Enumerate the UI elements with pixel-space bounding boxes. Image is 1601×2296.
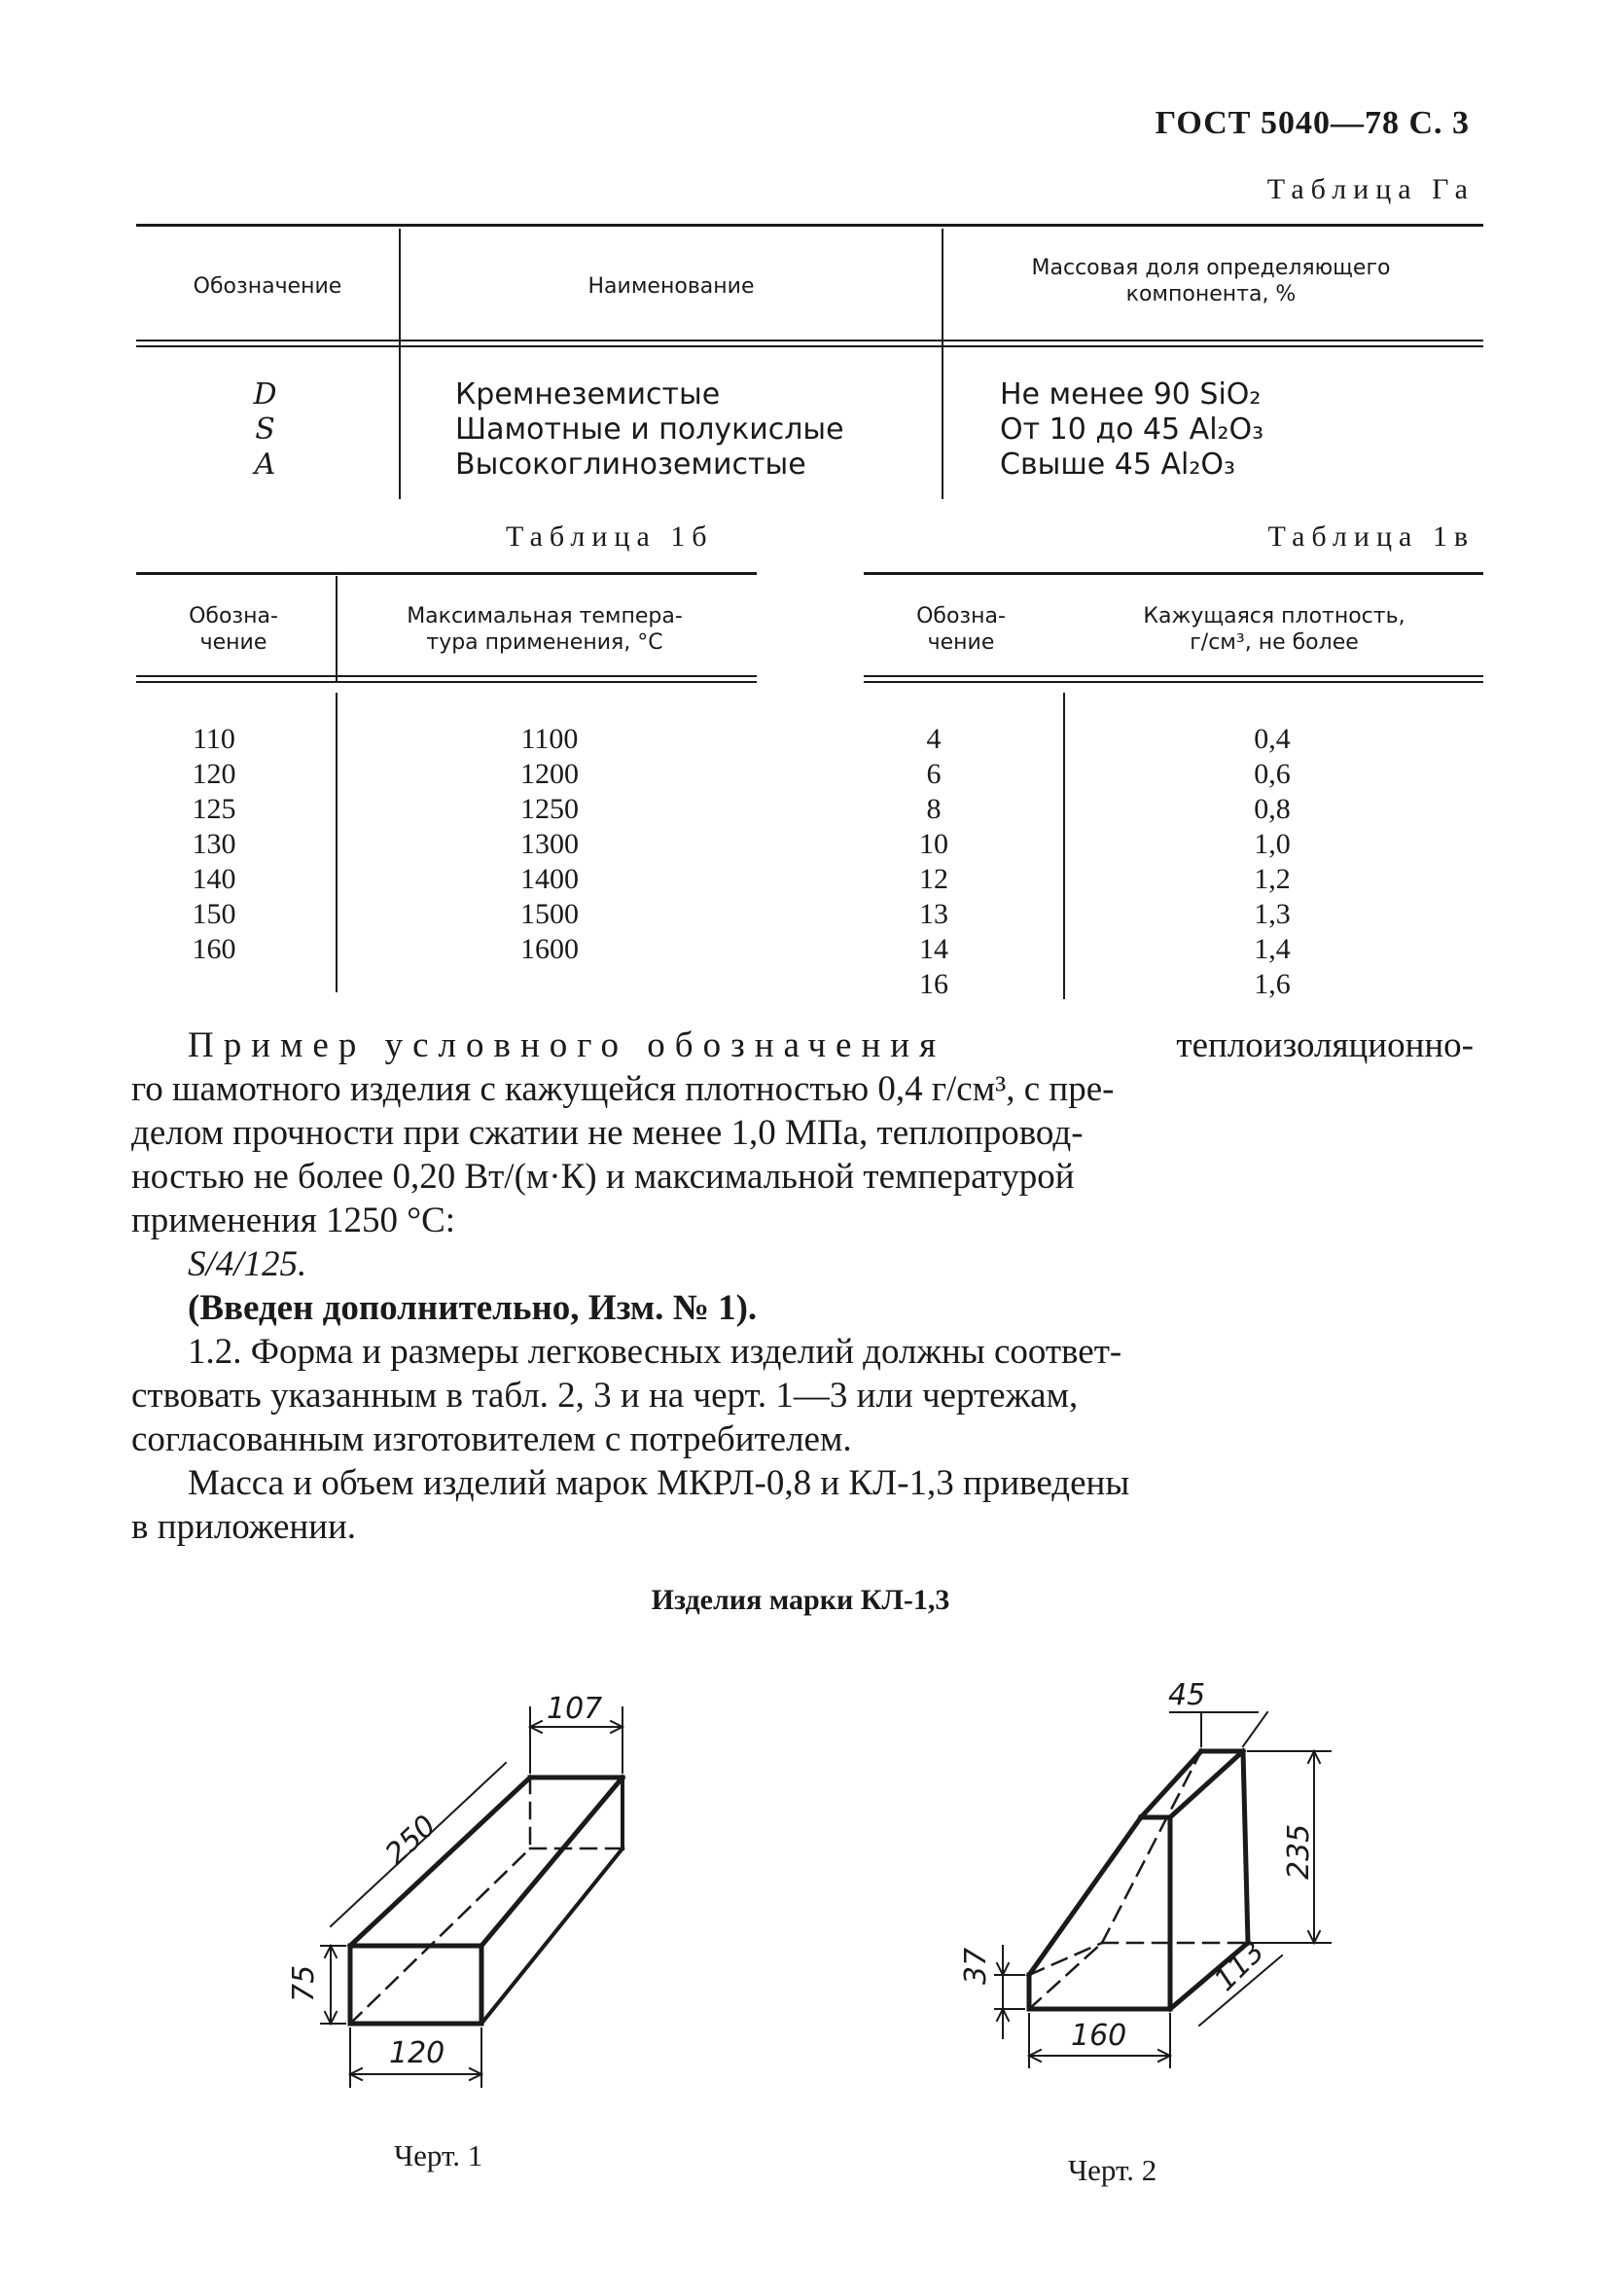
table-b-temp: 1500 [520,898,579,930]
table-b-code: 160 [192,933,236,965]
amendment-note: (Введен дополнительно, Изм. № 1). [188,1288,758,1328]
table-b-code: 120 [192,758,236,790]
table-c-col-code: Обозна- чение [916,604,1006,655]
table-c-density: 1,0 [1254,828,1291,860]
table-b-top-rule [136,572,757,575]
table-c-header-rule-2 [864,681,1483,683]
table-a-name: Кремнеземистые [455,377,721,412]
table-b-caption: Таблица 1б [506,520,714,553]
table-c-caption: Таблица 1в [1267,520,1475,553]
example-line: делом прочности при сжатии не менее 1,0 … [131,1113,1084,1153]
table-a-code: A [254,448,276,482]
table-c-densities: 0,4 0,6 0,8 1,0 1,2 1,3 1,4 1,6 [1214,722,1331,1002]
fig2-caption: Черт. 2 [1068,2153,1157,2187]
table-a-caption: Таблица Га [1266,173,1475,205]
table-c-density: 0,6 [1254,758,1291,790]
fig1-dim-width: 107 [547,1692,602,1726]
table-b-temp: 1100 [520,723,579,755]
table-a-code: S [255,413,275,447]
table-a-col-share: Массовая доля определяющего компонента, … [1031,256,1391,306]
table-c-density: 1,4 [1254,933,1291,965]
table-a-name: Шамотные и полукислые [455,413,844,447]
table-c-code: 8 [926,793,942,825]
table-c-code: 14 [919,933,948,965]
table-b-code: 140 [192,863,236,895]
table-c-col-density: Кажущаяся плотность, г/см³, не более [1143,604,1405,655]
table-c-code: 6 [926,758,942,790]
table-c-code: 12 [919,863,948,895]
mass-line: Масса и объем изделий марок МКРЛ-0,8 и К… [188,1463,1130,1503]
example-line: теплоизоляционно- [1176,1025,1474,1065]
table-c-density: 1,3 [1254,898,1291,930]
fig1-dim-height: 75 [287,1965,321,2002]
table-a-names: Кремнеземистые Шамотные и полукислые Выс… [455,377,844,483]
fig1-dim-length: 250 [379,1809,444,1872]
table-a-share: Не менее 90 SiO₂ [1000,377,1262,412]
brick-drawing-1: 107 250 75 120 [287,1692,626,2088]
example-line: применения 1250 °С: [131,1201,456,1240]
table-c-codes: 4 6 8 10 12 13 14 16 [875,722,992,1002]
table-b-col-temp: Максимальная темпера- тура применения, °… [407,604,683,655]
table-a-shares: Не менее 90 SiO₂ От 10 до 45 Al₂O₃ Свыше… [1000,377,1263,483]
clause-1-2-line: согласованным изготовителем с потребител… [131,1419,852,1459]
table-c-divider [1063,693,1065,999]
table-b-header-rule-2 [136,681,757,683]
table-b-code: 130 [192,828,236,860]
table-a-share: От 10 до 45 Al₂O₃ [1000,413,1264,447]
table-b-code: 150 [192,898,236,930]
fig1-dim-base: 120 [389,2036,445,2070]
clause-1-2-line: 1.2. Форма и размеры легковесных изделий… [188,1332,1122,1372]
table-a-header-rule [136,340,1483,341]
example-line: ностью не более 0,20 Вт/(м·К) и максимал… [131,1157,1075,1197]
table-b-temp: 1200 [520,758,579,790]
table-a-divider-2 [942,229,943,499]
table-c-code: 10 [919,828,948,860]
table-b-codes: 110 120 125 130 140 150 160 [156,722,272,967]
example-line: го шамотного изделия с кажущейся плотнос… [131,1069,1115,1109]
table-a-code: D [253,377,277,412]
table-b-col-code: Обозна- чение [189,604,278,655]
table-b-temp: 1400 [520,863,579,895]
table-a-col-code: Обозначение [193,274,342,299]
fig1-caption: Черт. 1 [394,2138,483,2172]
table-c-top-rule [864,572,1483,575]
brick-drawing-2: 45 235 37 160 113 [959,1678,1332,2068]
table-b-temp: 1250 [520,793,579,825]
clause-1-2-line: ствовать указанным в табл. 2, 3 и на чер… [131,1376,1079,1416]
fig2-dim-top: 45 [1168,1678,1205,1712]
table-a-divider-1 [399,229,401,499]
table-c-density: 1,2 [1254,863,1291,895]
brick-front-face [347,1943,484,2027]
table-b-temp: 1600 [520,933,579,965]
table-c-density: 0,8 [1254,793,1291,825]
example-lead: Пример условного обозначения [188,1025,946,1065]
table-a-header-rule-2 [136,345,1483,347]
table-b-temp: 1300 [520,828,579,860]
table-c-density: 1,6 [1254,968,1291,1000]
figures-heading: Изделия марки КЛ-1,3 [651,1584,950,1616]
table-a-share: Свыше 45 Al₂O₃ [1000,448,1235,482]
table-a-codes: D S A [141,377,389,483]
standard-header: ГОСТ 5040—78 С. 3 [1155,105,1470,141]
table-b-divider [336,693,338,992]
example-paragraph: Пример условного обозначения теплоизоляц… [131,1023,1474,1549]
table-c-density: 0,4 [1254,723,1291,755]
mass-line: в приложении. [131,1507,357,1547]
table-b-divider-head [336,576,338,681]
table-a-top-rule [136,224,1483,227]
table-b-code: 125 [192,793,236,825]
fig2-dim-base: 160 [1071,2019,1126,2053]
table-c-code: 13 [919,898,948,930]
example-code: S/4/125. [188,1244,307,1284]
fig2-dim-small: 37 [959,1948,993,1985]
table-b-header-rule [136,675,757,677]
table-a-col-name: Наименование [587,274,755,299]
table-c-code: 4 [926,723,942,755]
table-c-header-rule [864,675,1483,677]
table-b-code: 110 [193,723,235,755]
table-b-temps: 1100 1200 1250 1300 1400 1500 1600 [486,722,613,967]
table-a-name: Высокоглиноземистые [455,448,806,482]
table-c-code: 16 [919,968,948,1000]
fig2-dim-height: 235 [1282,1824,1316,1880]
